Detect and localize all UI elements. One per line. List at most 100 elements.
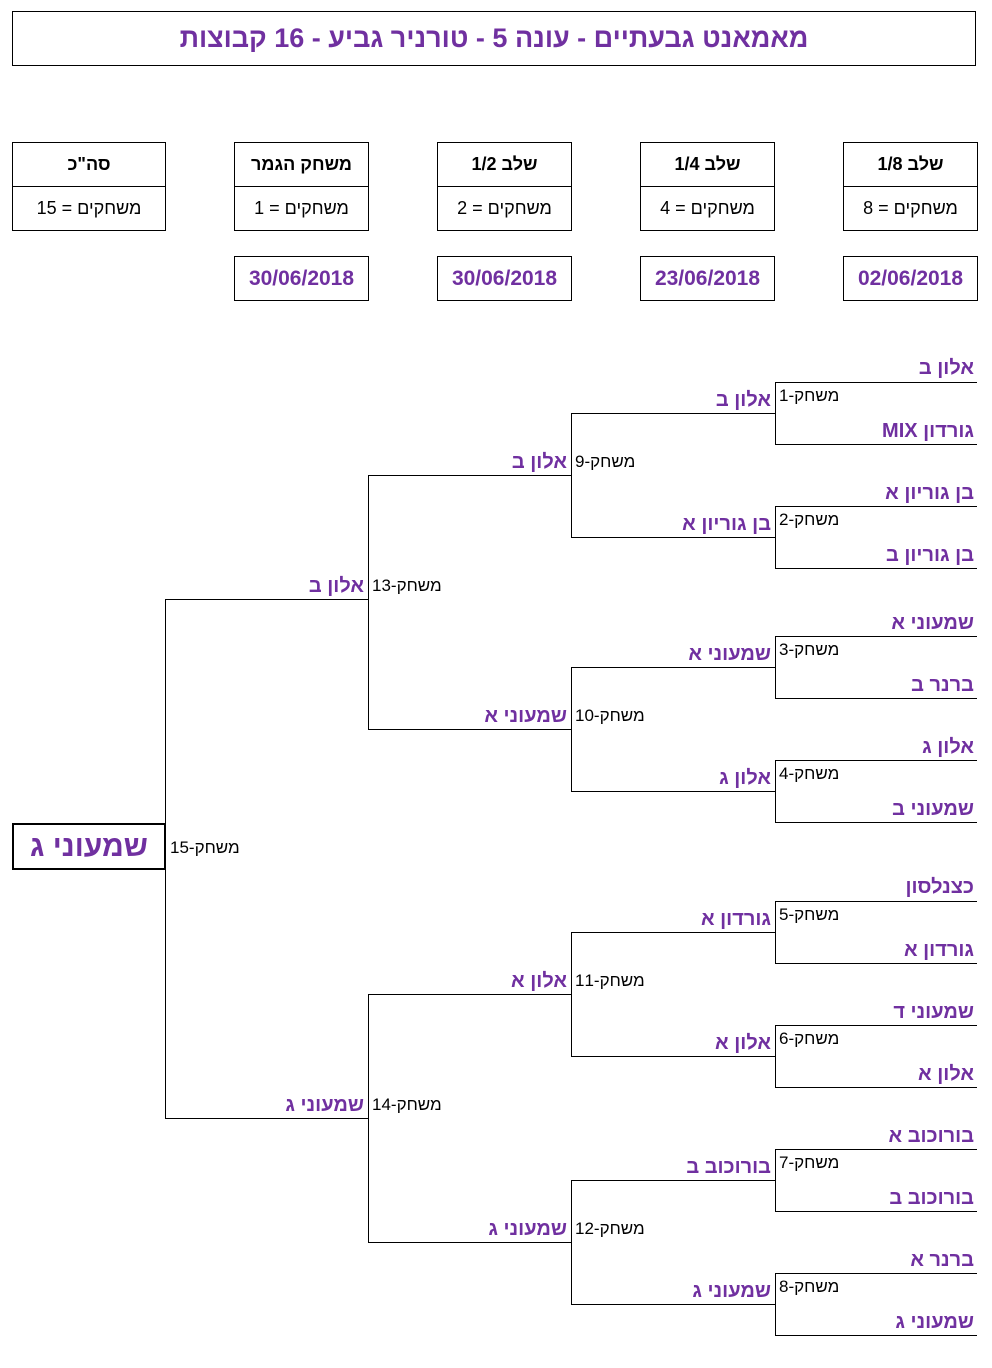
stage-total: סה"כ 15 = משחקים [12,142,166,231]
bracket-line [166,1118,369,1119]
game-label: משחק-14 [372,1095,442,1114]
team-slot: אלון ב [511,451,567,473]
bracket-line [775,760,776,823]
team-slot: שמעוני א [891,612,974,634]
team-slot: בורוכוב א [888,1125,975,1147]
game-label: משחק-15 [170,838,240,857]
game-label: משחק-7 [779,1153,840,1172]
team-slot: כצנלסון [905,876,974,898]
team-slot: אלון א [511,970,567,992]
team-slot: אלון ב [715,389,771,411]
bracket-line [775,901,776,964]
bracket-line [775,1273,977,1274]
game-label: משחק-1 [779,386,840,405]
team-slot: שמעוני ג [285,1094,364,1116]
bracket-line [572,537,775,538]
team-slot: אלון א [715,1032,771,1054]
bracket-line [775,1025,776,1088]
bracket-line [775,1149,977,1150]
team-slot: אלון ג [719,767,771,789]
bracket-line [775,382,776,445]
team-slot: שמעוני א [688,643,771,665]
bracket-line [775,822,977,823]
team-slot: שמעוני ג [895,1311,974,1333]
tournament-title: מאמאנט גבעתיים - עונה 5 - טורניר גביע - … [12,11,976,66]
bracket-line [572,667,775,668]
champion-box: שמעוני ג [12,823,166,870]
bracket-line [775,636,977,637]
bracket-line [775,444,977,445]
bracket-line [775,901,977,902]
bracket-line [775,698,977,699]
stage-semi: שלב 1/2 2 = משחקים [437,142,572,231]
bracket-line [369,994,572,995]
team-slot: ברנר א [910,1249,974,1271]
team-slot: שמעוני ד [893,1001,974,1023]
stage-round16: שלב 1/8 8 = משחקים [843,142,978,231]
bracket-line [166,599,369,600]
stage-games: 8 = משחקים [863,198,958,218]
team-slot: בן גוריון ב [886,544,974,566]
bracket-line [572,791,775,792]
stage-games: 2 = משחקים [457,198,552,218]
date-semi: 30/06/2018 [437,256,572,301]
bracket-line [775,1273,776,1336]
team-slot: בן גוריון א [682,513,771,535]
team-slot: שמעוני ג [488,1218,567,1240]
bracket-line [775,636,776,699]
bracket-line [572,413,775,414]
team-slot: ברנר ב [911,674,974,696]
bracket-line [369,1242,572,1243]
team-slot: גורדון א [903,939,974,961]
date-round16: 02/06/2018 [843,256,978,301]
game-label: משחק-2 [779,510,840,529]
team-slot: אלון ב [308,575,364,597]
game-label: משחק-13 [372,576,442,595]
bracket-line [775,1025,977,1026]
bracket-line [775,382,977,383]
team-slot: שמעוני ב [892,798,974,820]
bracket-line [572,932,775,933]
date-quarter: 23/06/2018 [640,256,775,301]
game-label: משחק-6 [779,1029,840,1048]
stage-final: משחק הגמר 1 = משחקים [234,142,369,231]
bracket-line [572,1056,775,1057]
stage-name: שלב 1/4 [641,143,774,187]
bracket-line [775,760,977,761]
game-label: משחק-8 [779,1277,840,1296]
team-slot: גורדון MIX [882,420,974,442]
game-label: משחק-3 [779,640,840,659]
game-label: משחק-9 [575,452,636,471]
bracket-line [369,729,572,730]
stage-name: משחק הגמר [235,143,368,187]
bracket-line [775,963,977,964]
team-slot: בורוכוב ב [686,1156,771,1178]
bracket-line [775,1335,977,1336]
bracket-line [775,568,977,569]
team-slot: בורוכוב ב [889,1187,974,1209]
game-label: משחק-11 [575,971,645,990]
date-final: 30/06/2018 [234,256,369,301]
bracket-line [775,1149,776,1212]
bracket-line [775,1087,977,1088]
stage-name: סה"כ [13,143,165,187]
team-slot: אלון ב [918,357,974,379]
game-label: משחק-4 [779,764,840,783]
bracket-line [775,506,977,507]
team-slot: בן גוריון א [885,482,974,504]
bracket-line [369,475,572,476]
bracket-line [368,475,369,730]
bracket-line [775,506,776,569]
stage-name: שלב 1/8 [844,143,977,187]
stage-name: שלב 1/2 [438,143,571,187]
team-slot: שמעוני ג [692,1280,771,1302]
bracket-line [775,1211,977,1212]
stage-quarter: שלב 1/4 4 = משחקים [640,142,775,231]
bracket-line [572,1180,775,1181]
team-slot: אלון א [918,1063,974,1085]
stage-games: 4 = משחקים [660,198,755,218]
team-slot: גורדון א [700,908,771,930]
team-slot: שמעוני א [484,705,567,727]
stage-games: 1 = משחקים [254,198,349,218]
stage-games: 15 = משחקים [36,198,142,218]
